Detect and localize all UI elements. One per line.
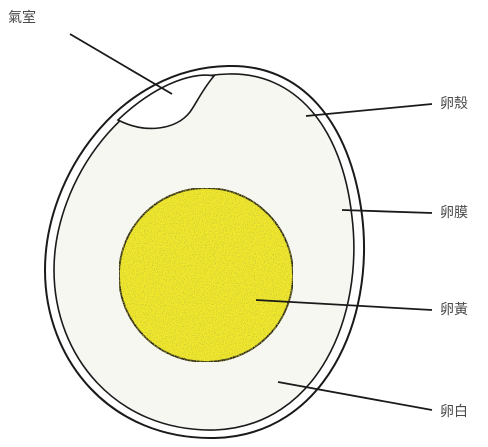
egg-yolk [119,188,293,362]
yolk-label: 卵黃 [440,302,468,318]
shell-label: 卵殼 [440,96,468,112]
membrane-label: 卵膜 [440,205,468,221]
air-cell-label: 氣室 [8,10,36,26]
shell-leader [306,104,432,116]
albumen-label: 卵白 [440,404,468,420]
air-cell-leader [70,34,172,94]
